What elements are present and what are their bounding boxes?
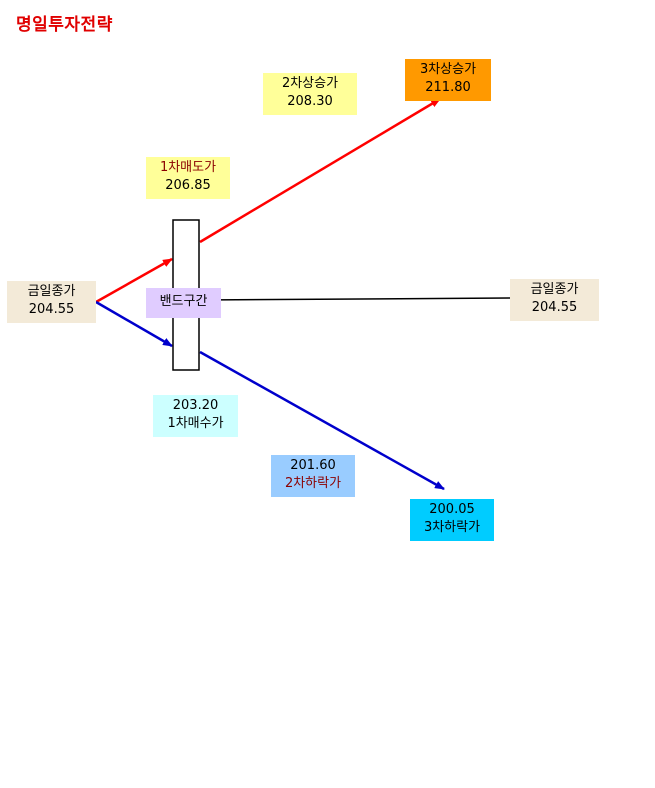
today-close-left-box: 금일종가 204.55 [7, 281, 96, 323]
up2-label: 2차상승가 [281, 76, 339, 91]
down-arrow-to-3rd [199, 350, 445, 491]
up3-label: 3차상승가 [419, 62, 477, 77]
band-label: 밴드구간 [159, 294, 208, 309]
today-close-right-label: 금일종가 [530, 282, 579, 297]
down2-box: 201.60 2차하락가 [271, 455, 355, 497]
today-close-right-value: 204.55 [531, 300, 578, 315]
sell1-box: 1차매도가 206.85 [146, 157, 230, 199]
page-title: 명일투자전략 [16, 15, 113, 35]
down3-label: 3차하락가 [423, 520, 481, 535]
down3-box: 200.05 3차하락가 [410, 499, 494, 541]
up3-value: 211.80 [425, 80, 471, 95]
up-arrow-to-3rd [199, 97, 441, 244]
sell1-label: 1차매도가 [159, 160, 217, 175]
up2-value: 208.30 [287, 94, 333, 109]
today-close-right-box: 금일종가 204.55 [510, 279, 599, 321]
today-close-left-label: 금일종가 [27, 284, 76, 299]
up2-box: 2차상승가 208.30 [263, 73, 357, 115]
down2-label: 2차하락가 [284, 476, 342, 491]
down-arrow-to-band [95, 300, 173, 348]
band-box: 밴드구간 [146, 288, 221, 318]
sell1-value: 206.85 [165, 178, 211, 193]
buy1-label: 1차매수가 [167, 416, 224, 431]
buy1-box: 203.20 1차매수가 [153, 395, 238, 437]
buy1-value: 203.20 [172, 398, 219, 413]
down3-value: 200.05 [429, 502, 475, 517]
close-horizontal-line [199, 297, 513, 301]
up-arrow-to-band [95, 257, 173, 304]
up3-box: 3차상승가 211.80 [405, 59, 491, 101]
down2-value: 201.60 [290, 458, 336, 473]
today-close-left-value: 204.55 [28, 302, 75, 317]
